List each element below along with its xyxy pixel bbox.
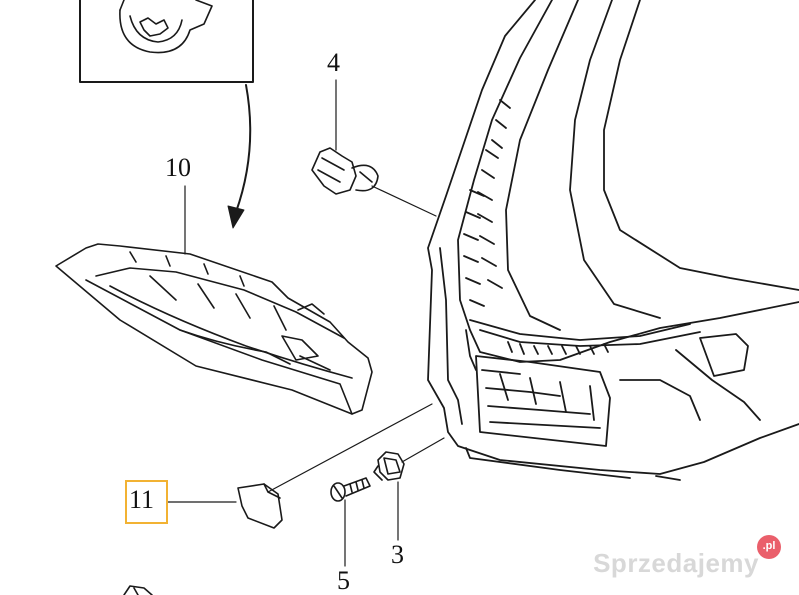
watermark-text: Sprzedajemy	[593, 548, 759, 578]
arrow-to-lamp	[227, 84, 252, 229]
callout-5: 5	[337, 566, 350, 595]
detail-inset	[79, 0, 254, 83]
bulb-part-4	[311, 147, 379, 195]
inner-lamp-part-10	[55, 243, 373, 415]
callout-11-highlight	[125, 480, 168, 524]
watermark-badge: .pl	[757, 535, 781, 559]
nut-part-3	[373, 451, 405, 481]
callout-11: 11	[129, 485, 155, 514]
partial-part-bottom	[123, 585, 153, 595]
cover-part-11	[237, 483, 283, 529]
callout-10: 10	[165, 153, 191, 182]
callout-4: 4	[327, 48, 340, 77]
callout-3: 3	[391, 540, 404, 569]
leader-lines	[167, 79, 445, 567]
torx-screw-detail	[119, 0, 213, 54]
tail-lamp-housing	[427, 0, 799, 481]
screw-part-5	[330, 477, 371, 502]
